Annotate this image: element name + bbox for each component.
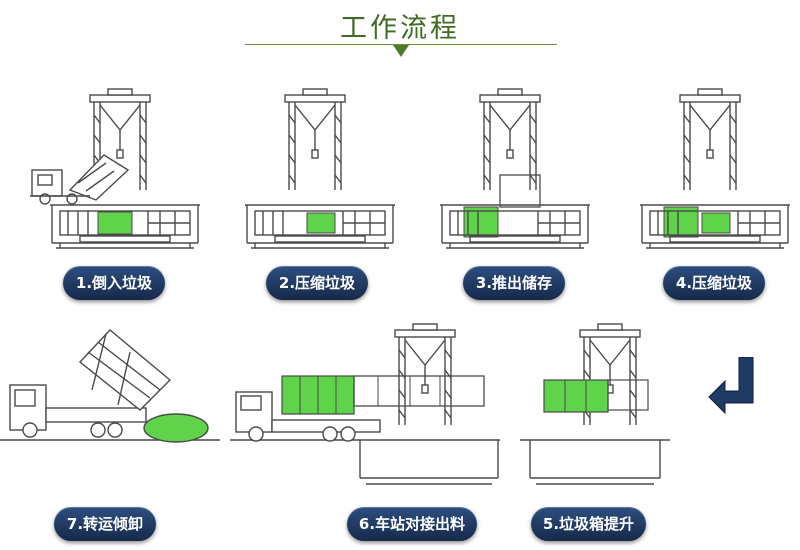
step-1-label: 1.倒入垃圾	[63, 266, 165, 300]
step-2-label: 2.压缩垃圾	[266, 266, 368, 300]
step-5-illustration	[520, 323, 670, 485]
title-underline	[245, 44, 557, 45]
step-7-label: 7.转运倾卸	[54, 507, 156, 541]
step-3-illustration	[439, 88, 591, 249]
step-4-illustration	[639, 88, 791, 249]
step-3-label: 3.推出储存	[463, 266, 565, 300]
title-marker-icon	[393, 45, 409, 57]
l-shaped-left-arrow-icon	[708, 357, 754, 415]
step-6-illustration	[230, 323, 500, 485]
step-7-illustration	[0, 329, 220, 443]
step-1-illustration	[30, 88, 201, 249]
step-2-illustration	[244, 88, 396, 249]
page-title: 工作流程	[340, 13, 460, 44]
step-6-label: 6.车站对接出料	[347, 507, 477, 541]
step-5-label: 5.垃圾箱提升	[531, 507, 646, 541]
step-4-label: 4.压缩垃圾	[663, 266, 765, 300]
